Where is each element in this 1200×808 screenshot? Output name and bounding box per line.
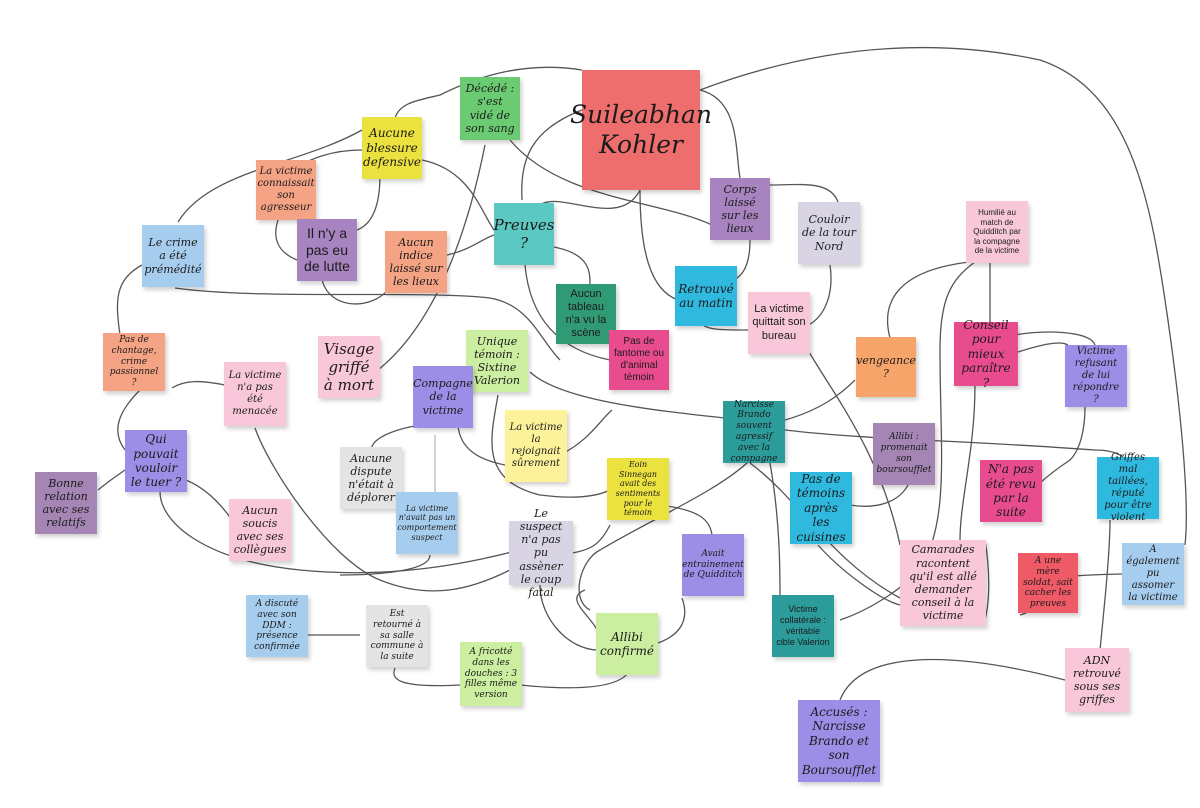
note-corps-laisse[interactable]: Corps laissé sur les lieux <box>710 178 770 240</box>
connector <box>699 89 741 179</box>
note-conseil-pour-paraitre[interactable]: Conseil pour mieux paraître ? <box>954 318 1018 390</box>
note-camarades-racontent[interactable]: Camarades racontent qu'il est allé deman… <box>900 540 986 626</box>
note-narcisse-brando[interactable]: Narcisse Brando souvent agressif avec la… <box>723 400 785 464</box>
note-qui-pouvait-tuer[interactable]: Qui pouvait vouloir le tuer ? <box>125 430 187 492</box>
connector <box>457 424 506 466</box>
note-fricotte-douches[interactable]: A fricotté dans les douches : 3 filles m… <box>460 642 522 706</box>
note-entrainement-quidditch[interactable]: Avait entrainement de Quidditch <box>682 534 744 596</box>
note-aucun-indice[interactable]: Aucun indice laissé sur les lieux <box>385 231 447 293</box>
note-visage-griffe[interactable]: Visage griffé à mort <box>318 336 380 398</box>
connector <box>117 389 141 451</box>
note-humilie-quidditch[interactable]: Humilié au match de Quidditch par la com… <box>966 201 1028 263</box>
note-aucun-soucis-collegues[interactable]: Aucun soucis avec ses collègues <box>229 499 291 561</box>
connector <box>159 491 521 574</box>
note-pas-de-chantage[interactable]: Pas de chantage, crime passionnel ? <box>103 333 165 391</box>
connector <box>849 484 909 507</box>
note-aucun-tableau[interactable]: Aucun tableau n'a vu la scène <box>556 284 616 344</box>
note-unique-temoin[interactable]: Unique témoin : Sixtine Valerion <box>466 330 528 392</box>
connector <box>699 46 1187 546</box>
connector <box>524 264 611 361</box>
connector <box>97 469 126 491</box>
connector <box>1014 331 1096 346</box>
connector <box>421 159 495 231</box>
connector <box>491 394 611 498</box>
connector <box>839 261 976 621</box>
note-mere-soldat[interactable]: A une mère soldat, sait cacher les preuv… <box>1018 553 1078 613</box>
note-decede[interactable]: Décédé : s'est vidé de son sang <box>460 77 520 140</box>
note-accuses[interactable]: Accusés : Narcisse Brando et son Boursou… <box>798 700 880 782</box>
note-victime-rejoignait[interactable]: La victime la rejoignait sûrement <box>505 410 567 482</box>
connector <box>394 66 583 119</box>
note-allibi-confirme[interactable]: Allibi confirmé <box>596 613 658 675</box>
connector <box>959 384 976 541</box>
connector <box>254 427 511 592</box>
note-vengeance[interactable]: vengeance ? <box>856 337 916 397</box>
note-compagne-victime[interactable]: Compagne de la victime <box>413 366 473 428</box>
note-suspect-coup-fatal[interactable]: Le suspect n'a pas pu assèner le coup fa… <box>509 507 573 599</box>
connector <box>174 287 561 361</box>
note-aucune-dispute[interactable]: Aucune dispute n'était à déplorer <box>340 447 402 509</box>
note-victime-collaterale[interactable]: Victime collatérale : véritable cible Va… <box>772 595 834 657</box>
note-pu-assomer[interactable]: A également pu assomer la victime <box>1122 543 1184 605</box>
connector <box>321 279 389 305</box>
note-retourne-salle-commune[interactable]: Est retourné à sa salle commune à la sui… <box>366 605 428 667</box>
note-suileabhan-kohler[interactable]: Suileabhan Kohler <box>570 70 712 190</box>
note-retrouve-au-matin[interactable]: Retrouvé au matin <box>675 266 737 326</box>
note-couloir-tour-nord[interactable]: Couloir de la tour Nord <box>798 202 860 264</box>
connector <box>539 584 599 651</box>
connector <box>521 109 583 201</box>
connector <box>377 144 486 371</box>
connector <box>804 344 901 546</box>
connector <box>784 379 856 421</box>
note-pas-revu[interactable]: N'a pas été revu par la suite <box>980 460 1042 522</box>
note-victime-quittait-bureau[interactable]: La victime quittait son bureau <box>748 292 810 354</box>
connector <box>559 409 613 456</box>
note-crime-premedite[interactable]: Le crime a été prémédité <box>142 225 204 287</box>
connector <box>539 189 641 209</box>
connector <box>1017 342 1069 353</box>
note-preuves[interactable]: Preuves ? <box>494 203 554 265</box>
connector <box>769 183 839 203</box>
connector <box>519 669 631 689</box>
note-bonne-relation[interactable]: Bonne relation avec ses relatifs <box>35 472 97 534</box>
connector <box>446 234 495 256</box>
note-aucune-blessure-defensive[interactable]: Aucune blessure defensive <box>362 117 422 179</box>
connector <box>339 554 431 576</box>
connector <box>529 371 726 419</box>
connector <box>659 504 713 536</box>
connector <box>657 597 686 644</box>
connector <box>578 459 751 611</box>
connector <box>807 264 832 326</box>
connector <box>984 539 990 621</box>
connector <box>571 524 611 554</box>
connector <box>784 429 1131 471</box>
connector <box>356 174 381 231</box>
connector <box>886 261 971 339</box>
note-victime-connaissait-agresseur[interactable]: La victime connaissait son agresseur <box>256 160 316 220</box>
note-comportement-suspect[interactable]: La victime n'avait pas un comportement s… <box>396 492 458 554</box>
connector <box>185 479 233 521</box>
note-griffes-mal-taillees[interactable]: Griffes mal taillées, réputé pour être v… <box>1097 452 1159 523</box>
connector <box>817 544 901 606</box>
note-pas-de-lutte[interactable]: Il n'y a pas eu de lutte <box>297 219 357 281</box>
note-pas-de-fantome[interactable]: Pas de fantome ou d'animal témoin <box>609 330 669 390</box>
note-adn-griffes[interactable]: ADN retrouvé sous ses griffes <box>1065 648 1129 712</box>
note-victime-non-menacee[interactable]: La victime n'a pas été menacée <box>224 362 286 426</box>
connector <box>769 462 781 596</box>
connector <box>839 658 1066 701</box>
note-victime-refusant[interactable]: Victime refusant de lui répondre ? <box>1065 345 1127 407</box>
connector <box>116 264 143 336</box>
note-eoin-sinnegan[interactable]: Eoin Sinnegan avait des sentiments pour … <box>607 458 669 520</box>
connector <box>509 139 713 226</box>
connector <box>1099 519 1111 651</box>
note-discute-ddm[interactable]: A discuté avec son DDM : présence confir… <box>246 595 308 657</box>
connector <box>639 189 679 301</box>
connector <box>171 380 226 389</box>
connector <box>393 667 461 687</box>
connector <box>275 219 298 261</box>
note-pas-de-temoins-cuisines[interactable]: Pas de témoins après les cuisines <box>790 472 852 544</box>
note-allibi-boursoufflet[interactable]: Allibi : promenait son boursoufflet <box>873 423 935 485</box>
